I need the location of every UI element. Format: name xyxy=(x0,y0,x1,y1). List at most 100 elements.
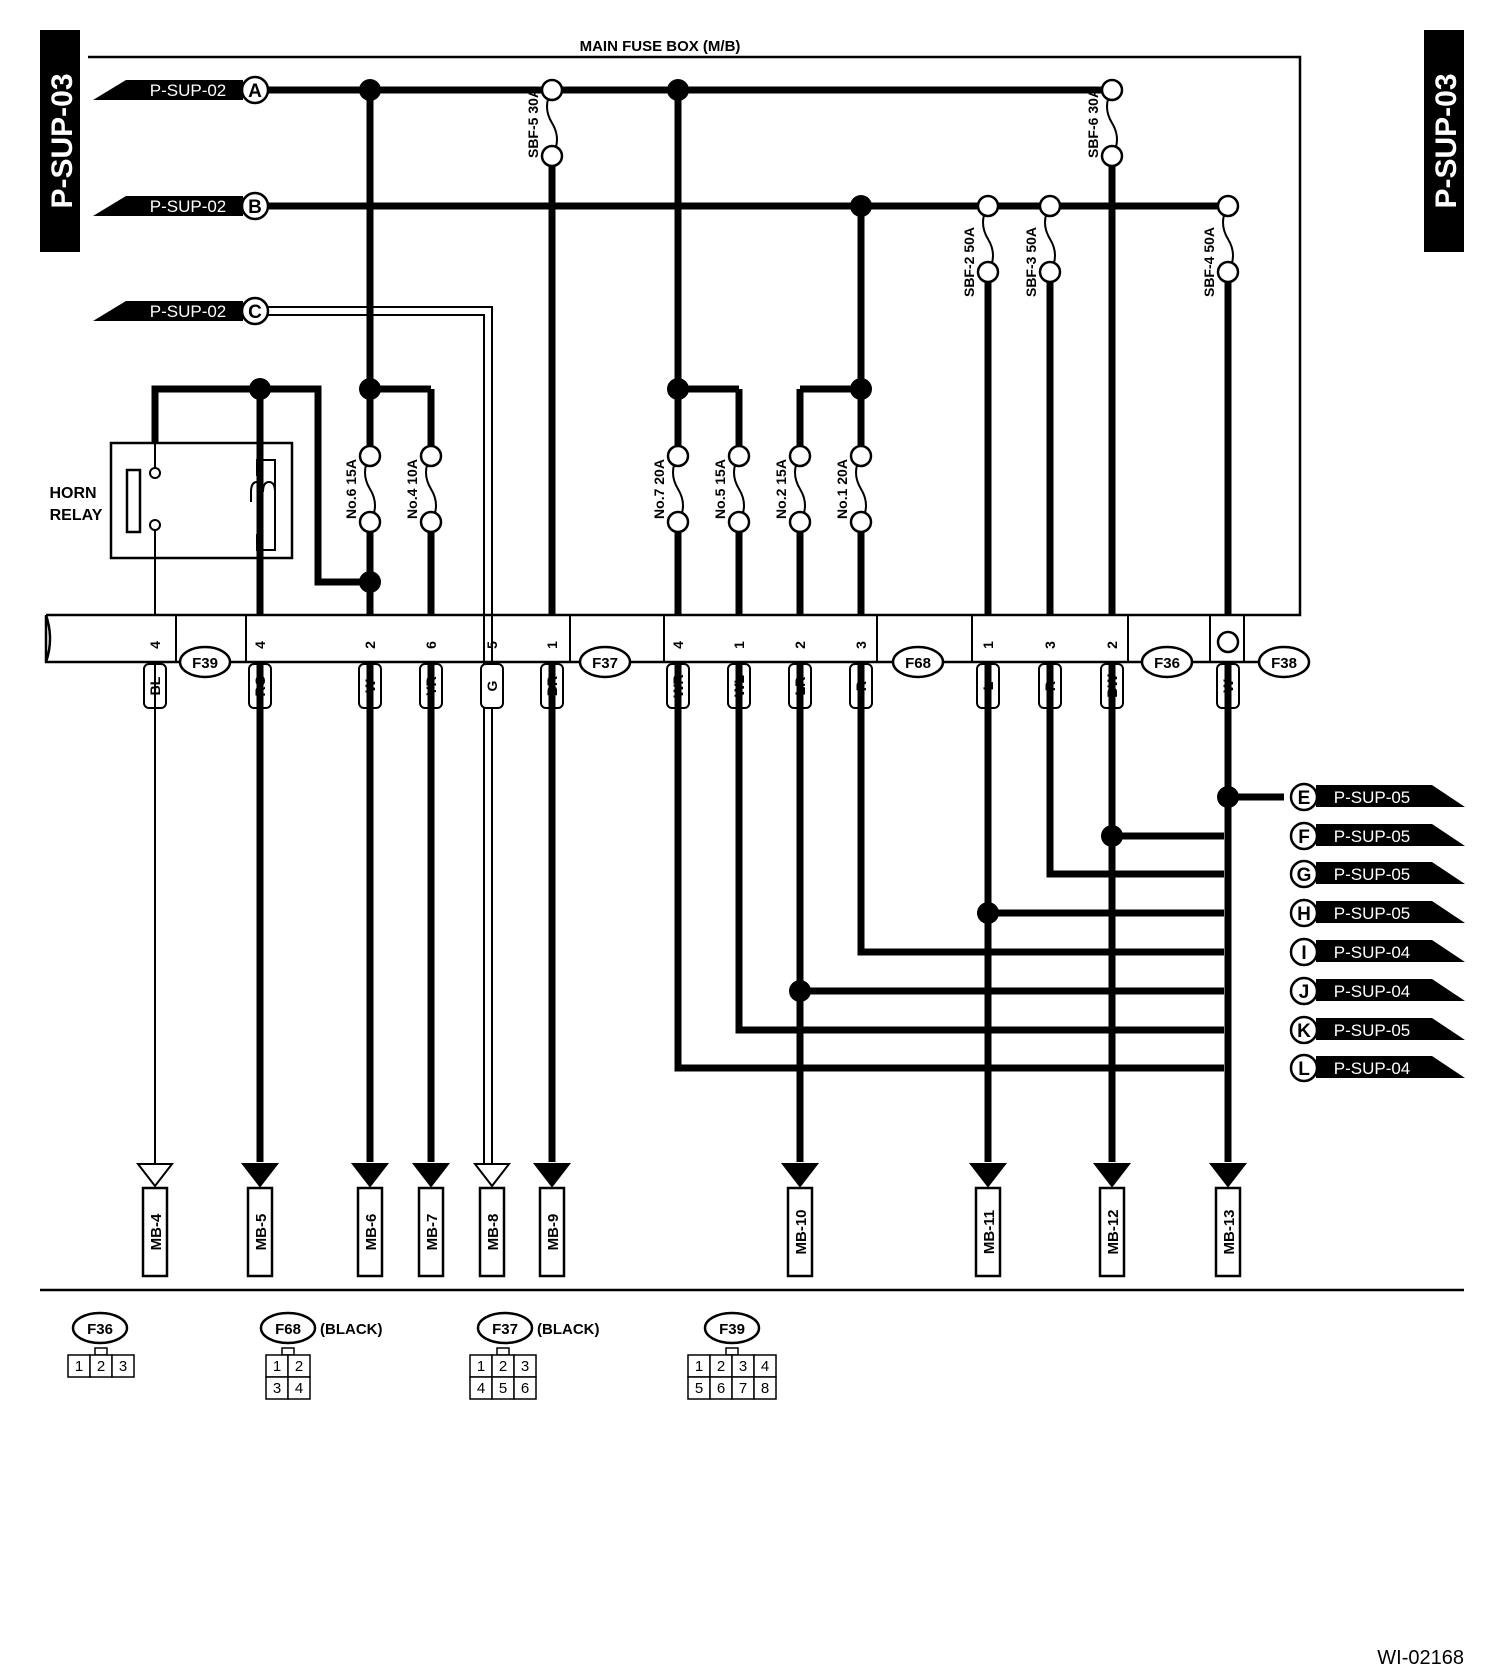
output-letter: G xyxy=(1297,865,1312,886)
fuse-no5: No.5 15A xyxy=(712,444,751,534)
fuse-sbf2: SBF-2 50A xyxy=(961,194,1000,297)
input-a-label: P-SUP-02 xyxy=(150,81,227,100)
output-letter: H xyxy=(1297,904,1311,925)
output-label: P-SUP-05 xyxy=(1334,827,1411,846)
mb-label: MB-7 xyxy=(424,1214,441,1251)
arrow-head xyxy=(350,1163,390,1188)
legend-pin: 2 xyxy=(97,1358,105,1375)
pin-number: 1 xyxy=(544,641,560,649)
legend-pin: 3 xyxy=(273,1380,281,1397)
legend-id: F36 xyxy=(87,1321,113,1338)
fuse-sbf4: SBF-4 50A xyxy=(1201,194,1240,297)
pin-number: 4 xyxy=(252,641,268,649)
fuse-label-no4: No.4 10A xyxy=(404,459,420,519)
mb-label: MB-13 xyxy=(1221,1209,1238,1254)
output-tag-g: G P-SUP-05 xyxy=(1289,859,1465,889)
legend-pin: 2 xyxy=(499,1358,507,1375)
wire-color-code: G xyxy=(484,680,500,691)
legend-pin: 1 xyxy=(695,1358,703,1375)
connector-badge-F38 xyxy=(1257,645,1311,679)
legend-note: (BLACK) xyxy=(537,1321,599,1338)
pin-number: 2 xyxy=(792,641,808,649)
mb-label: MB-11 xyxy=(981,1210,998,1254)
output-label: P-SUP-04 xyxy=(1334,982,1411,1001)
legend-pin: 6 xyxy=(521,1380,529,1397)
wire-wl-lower xyxy=(735,662,1224,1034)
pin-number: 2 xyxy=(1104,641,1120,649)
pin-number: 6 xyxy=(423,641,439,649)
input-tag-b: P-SUP-02 B xyxy=(93,191,270,221)
fuse-sbf6: SBF-6 30A xyxy=(1085,78,1124,168)
arrow-head xyxy=(780,1163,820,1188)
legend-pin: 1 xyxy=(75,1358,83,1375)
input-tag-a: P-SUP-02 A xyxy=(93,75,270,105)
legend-id: F37 xyxy=(492,1321,518,1338)
fuse-label-sbf4: SBF-4 50A xyxy=(1201,227,1217,297)
pin-number: 4 xyxy=(670,641,686,649)
output-label: P-SUP-05 xyxy=(1334,865,1411,884)
arrow-head xyxy=(135,1163,175,1188)
page-tag-right: P-SUP-03 xyxy=(1424,30,1464,252)
mb-mb-5: MB-5 xyxy=(240,1163,280,1278)
legend-pin: 2 xyxy=(717,1358,725,1375)
output-label: P-SUP-05 xyxy=(1334,904,1411,923)
legend-pin: 4 xyxy=(477,1380,485,1397)
mb-mb-13: MB-13 xyxy=(1208,1163,1248,1278)
pin-terminal xyxy=(1216,630,1240,654)
mb-mb-11: MB-11 xyxy=(968,1163,1008,1278)
fuse-label-sbf2: SBF-2 50A xyxy=(961,227,977,297)
output-letter: J xyxy=(1299,982,1310,1003)
mb-mb-10: MB-10 xyxy=(780,1163,820,1278)
output-letter: K xyxy=(1297,1021,1311,1042)
mb-mb-12: MB-12 xyxy=(1092,1163,1132,1278)
fuse-layer: SBF-5 30A SBF-6 30A SBF-2 50A SBF-3 50A SBF-… xyxy=(343,78,1240,534)
arrow-head xyxy=(1092,1163,1132,1188)
mb-label: MB-6 xyxy=(363,1214,380,1251)
pin-number: 3 xyxy=(1042,641,1058,649)
fuse-sbf3: SBF-3 50A xyxy=(1023,194,1062,297)
fuse-no1: No.1 20A xyxy=(834,444,873,534)
legend-pin: 5 xyxy=(695,1380,703,1397)
fuse-label-no7: No.7 20A xyxy=(651,459,667,519)
legend-pin: 5 xyxy=(499,1380,507,1397)
fuse-label-no5: No.5 15A xyxy=(712,459,728,519)
output-letter: F xyxy=(1298,827,1310,848)
horn-relay-label-1: HORN xyxy=(49,485,96,502)
arrow-head xyxy=(1208,1163,1248,1188)
legend-pin: 3 xyxy=(119,1358,127,1375)
legend-note: (BLACK) xyxy=(320,1321,382,1338)
legend-pin: 3 xyxy=(521,1358,529,1375)
output-letter: I xyxy=(1301,943,1306,964)
output-label: P-SUP-05 xyxy=(1334,1021,1411,1040)
fuse-label-no6: No.6 15A xyxy=(343,459,359,519)
input-c-letter: C xyxy=(248,302,262,323)
pin-number: 5 xyxy=(484,641,500,649)
page-tag-left: P-SUP-03 xyxy=(40,30,80,252)
fuse-no2: No.2 15A xyxy=(773,444,812,534)
mb-label: MB-9 xyxy=(545,1214,562,1251)
input-c-label: P-SUP-02 xyxy=(150,302,227,321)
wire-wr-lower xyxy=(674,662,1224,1072)
output-letter: L xyxy=(1298,1059,1310,1080)
fuse-sbf5: SBF-5 30A xyxy=(525,78,564,168)
legend-pin: 6 xyxy=(717,1380,725,1397)
junction-dots-bottom xyxy=(789,786,1239,1002)
arrow-head xyxy=(411,1163,451,1188)
fuse-label-no2: No.2 15A xyxy=(773,459,789,519)
mb-label: MB-10 xyxy=(793,1209,810,1254)
pin-number: 4 xyxy=(147,641,163,649)
fuse-label-no1: No.1 20A xyxy=(834,459,850,519)
connector-strip xyxy=(44,614,1300,664)
legend-pin: 3 xyxy=(739,1358,747,1375)
connector-id-F39: F39 xyxy=(192,655,218,672)
connector-id-F37: F37 xyxy=(592,655,618,672)
connector-badge-F68 xyxy=(891,645,945,679)
output-label: P-SUP-05 xyxy=(1334,788,1411,807)
pin-number: 3 xyxy=(853,641,869,649)
